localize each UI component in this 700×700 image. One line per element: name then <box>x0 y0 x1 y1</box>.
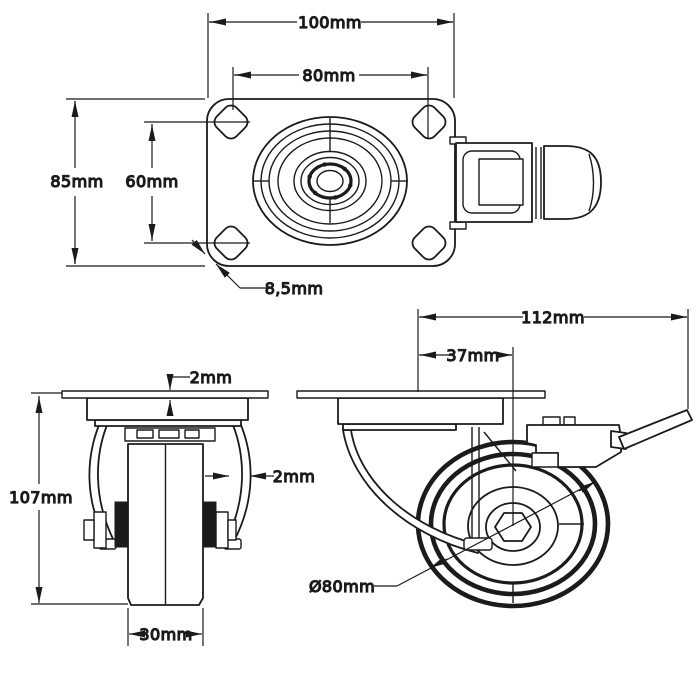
bolt-hole <box>411 104 447 140</box>
dim-label-overall-length: 112mm <box>521 308 585 327</box>
brake-lever <box>618 409 693 450</box>
front-view <box>61 390 269 606</box>
dim-label-plate-length: 100mm <box>298 13 362 32</box>
hub-flange-left <box>114 501 129 548</box>
dim-label-bolt-spacing-width: 60mm <box>125 172 178 191</box>
bolt-hole <box>411 225 447 261</box>
dim-label-fork-thickness: 2mm <box>273 467 316 486</box>
brake-assembly-side <box>526 409 693 468</box>
dim-label-plate-width: 85mm <box>50 172 103 191</box>
swivel-block-front <box>86 397 249 421</box>
side-view <box>296 390 693 609</box>
dim-fork-thickness: 2mm <box>205 466 316 487</box>
dim-label-bolt-spacing-length: 80mm <box>302 66 355 85</box>
brake-pedal-plan <box>543 145 602 220</box>
dim-bolt-spacing-width: 60mm <box>125 121 250 244</box>
bearing-balls <box>307 162 353 200</box>
dim-label-bolt-hole: 8,5mm <box>265 279 324 298</box>
dim-bolt-spacing-length: 80mm <box>232 65 429 138</box>
dim-overall-length: 112mm <box>417 307 689 409</box>
top-plate-front <box>61 390 269 399</box>
wheel-front <box>127 443 204 606</box>
axle-bolt <box>83 511 237 549</box>
dim-label-wheel-width: 30mm <box>139 625 192 644</box>
dim-label-swivel-offset: 37mm <box>446 346 499 365</box>
dim-swivel-offset: 37mm <box>419 345 514 526</box>
top-view-dimensions: 100mm 80mm 85mm 60mm <box>50 12 455 299</box>
swivel-raceway <box>124 427 216 442</box>
dim-plate-length: 100mm <box>207 12 455 98</box>
side-view-dimensions: 112mm 37mm Ø80mm <box>308 307 689 597</box>
top-plate-side <box>296 390 546 399</box>
swivel-block-side <box>337 397 504 425</box>
bearing-race-ring <box>307 162 353 200</box>
dim-label-wheel-diameter: Ø80mm <box>309 577 375 596</box>
fork-side-sweep <box>342 429 481 554</box>
top-view <box>206 98 602 267</box>
center-ticks <box>253 118 407 223</box>
bolt-holes <box>213 104 447 261</box>
hub-flange-right <box>202 501 217 548</box>
dim-wheel-diameter: Ø80mm <box>308 480 597 597</box>
swivel-bearing-rings <box>252 116 408 246</box>
brake-assembly-plan <box>449 136 602 230</box>
dim-plate-thickness: 2mm <box>166 367 233 416</box>
dim-overall-height: 107mm <box>9 392 128 605</box>
dim-plate-width: 85mm <box>50 98 205 267</box>
dim-bolt-hole: 8,5mm <box>191 239 324 299</box>
dim-label-plate-thickness: 2mm <box>190 368 233 387</box>
front-view-dimensions: 2mm 2mm 107mm 30mm <box>9 367 316 646</box>
dim-label-overall-height: 107mm <box>9 488 73 507</box>
dim-wheel-width: 30mm <box>127 608 204 646</box>
